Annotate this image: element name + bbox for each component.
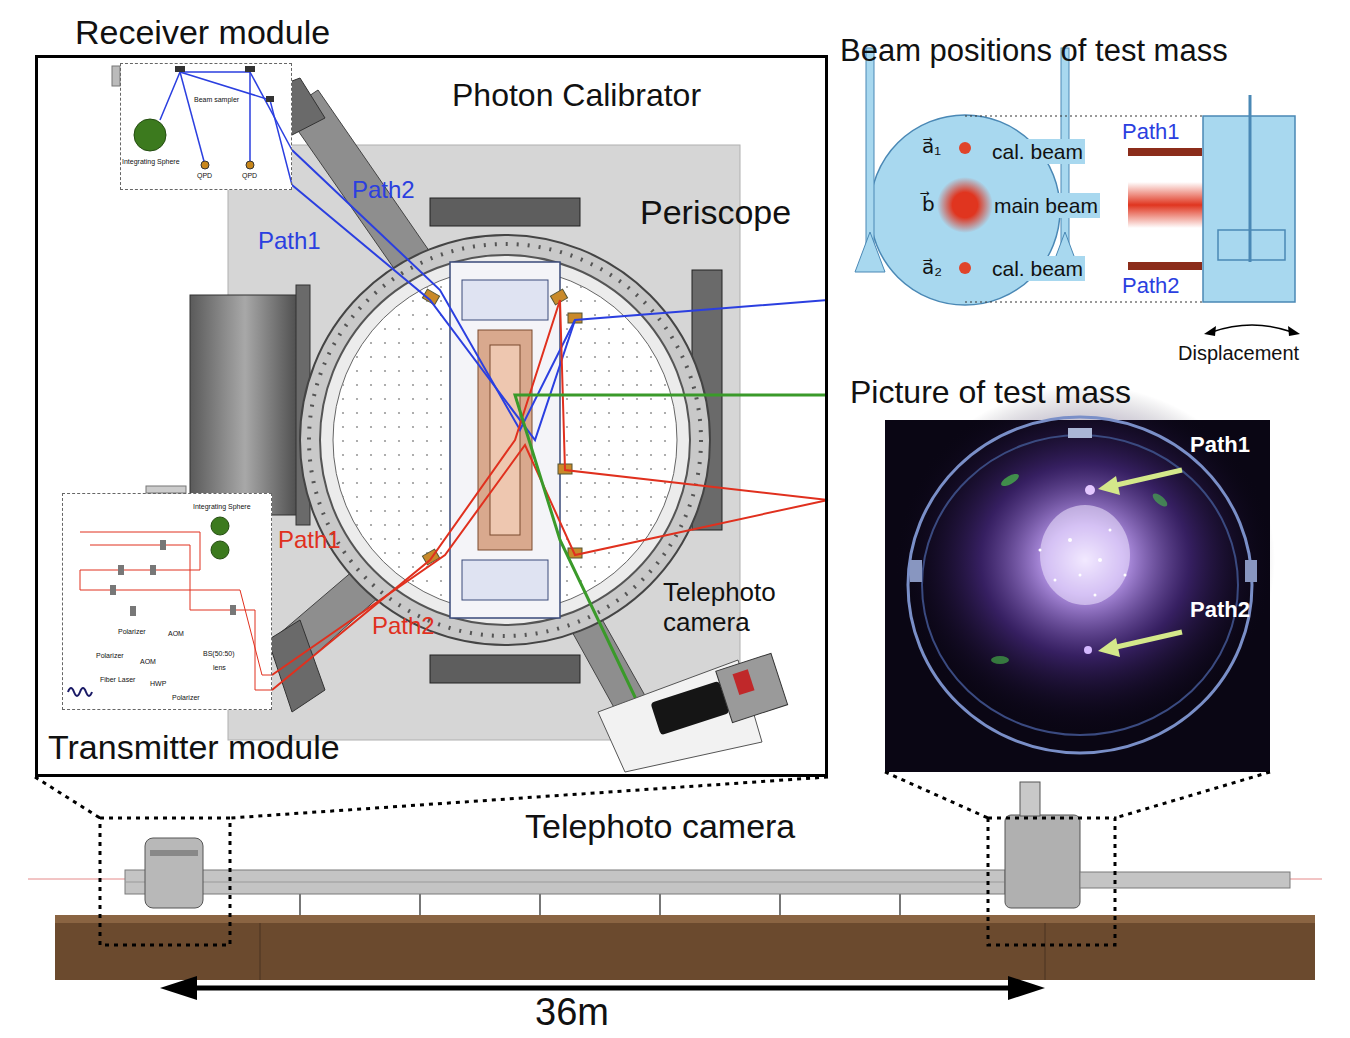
part-label: lens xyxy=(213,664,226,672)
panel-title: Photon Calibrator xyxy=(452,76,701,114)
path-label: Path1 xyxy=(1122,119,1180,145)
camera-box: Telephoto camera xyxy=(595,575,810,775)
beam-label: main beam xyxy=(992,193,1100,218)
receiver-box: Receiver moduleIntegrating SphereBeam sa… xyxy=(120,63,292,190)
part-label: AOM xyxy=(140,658,156,666)
section-title: Beam positions of test mass xyxy=(840,32,1228,69)
part-label: QPD xyxy=(197,172,212,180)
part-label: Fiber Laser xyxy=(100,676,135,684)
vector-label: a⃗₁ xyxy=(922,134,941,158)
part-label: BS(50:50) xyxy=(203,650,235,658)
part-label: Polarizer xyxy=(118,628,146,636)
part-label: AOM xyxy=(168,630,184,638)
frame-panel: Photon Calibrator Receiver moduleIntegrat… xyxy=(35,55,828,777)
beam-label: cal. beam xyxy=(990,256,1085,281)
part-label: Beam sampler xyxy=(194,96,239,104)
photo-panel: Picture of test massPath1Path2 xyxy=(885,420,1270,772)
part-label: HWP xyxy=(150,680,166,688)
camera-label: Telephoto camera xyxy=(663,578,813,638)
part-label: Polarizer xyxy=(96,652,124,660)
part-label: Polarizer xyxy=(172,694,200,702)
path-label: Path1 xyxy=(1190,432,1250,458)
part-name: Telephoto camera xyxy=(525,806,795,847)
beam-label: cal. beam xyxy=(990,139,1085,164)
module-title: Transmitter module xyxy=(48,727,340,768)
transmitter-box: Transmitter moduleIntegrating SpherePola… xyxy=(62,493,272,710)
part-name: Periscope xyxy=(640,192,791,233)
vector-label: a⃗₂ xyxy=(922,255,942,279)
part-label: QPD xyxy=(242,172,257,180)
path-label: Path1 xyxy=(258,227,321,256)
path-label: Path2 xyxy=(352,176,415,205)
part-label: Integrating Sphere xyxy=(193,503,251,511)
panel-title: Picture of test mass xyxy=(850,373,1131,411)
vector-label: b⃗ xyxy=(922,192,935,216)
part-label: Integrating Sphere xyxy=(122,158,180,166)
path-label: Path2 xyxy=(372,612,435,641)
dimension: 36m xyxy=(535,993,609,1031)
path-label: Path2 xyxy=(1190,597,1250,623)
path-label: Path2 xyxy=(1122,273,1180,299)
module-title: Receiver module xyxy=(75,12,330,53)
path-label: Path1 xyxy=(278,526,341,555)
axis-label: Displacement xyxy=(1178,341,1299,365)
